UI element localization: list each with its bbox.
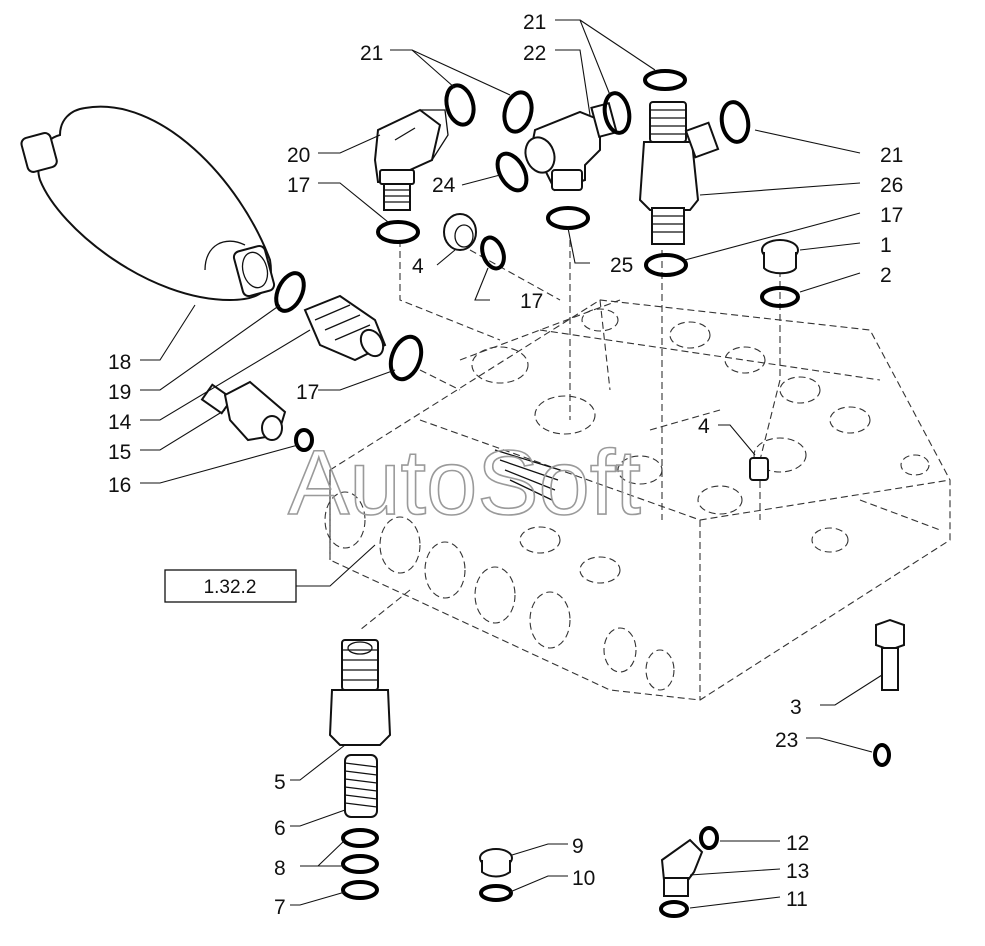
callout: 17 (287, 174, 310, 197)
callout: 17 (520, 290, 543, 313)
callout: 17 (296, 381, 319, 404)
callout: 7 (274, 896, 286, 919)
plug-9 (479, 848, 513, 878)
callout: 14 (108, 411, 132, 434)
callout-labels: 21 22 21 20 24 21 26 17 17 4 17 25 1 2 1… (108, 11, 903, 919)
callout: 26 (880, 174, 903, 197)
elbow-fitting-20 (373, 108, 449, 211)
callout: 5 (274, 771, 286, 794)
tee-fitting-22 (524, 101, 618, 192)
switch (200, 380, 287, 442)
callout: 20 (287, 144, 310, 167)
bolt-3 (875, 618, 905, 691)
callout: 21 (523, 11, 546, 34)
leader-lines (140, 19, 883, 909)
tee-fitting-26 (638, 101, 720, 245)
callout: 10 (572, 867, 595, 890)
reference-box-label: 1.32.2 (204, 577, 257, 598)
callout: 4 (698, 415, 710, 438)
callout: 11 (786, 888, 808, 911)
plug-4-right (749, 457, 769, 481)
elbow-fitting-13 (660, 838, 704, 897)
plug-4-top (443, 213, 477, 251)
callout: 21 (880, 144, 903, 167)
callout: 15 (108, 441, 131, 464)
callout: 9 (572, 835, 584, 858)
o-rings (274, 69, 891, 918)
callout: 19 (108, 381, 131, 404)
callout: 24 (432, 174, 456, 197)
callout: 16 (108, 474, 131, 497)
callout: 22 (523, 42, 546, 65)
valve-body (324, 299, 951, 701)
callout: 1 (880, 234, 892, 257)
reference-box[interactable]: 1.32.2 (164, 569, 297, 603)
callout: 25 (610, 254, 633, 277)
callout: 21 (360, 42, 383, 65)
accumulator (20, 105, 276, 302)
callout: 4 (412, 255, 424, 278)
callout: 18 (108, 351, 131, 374)
callout: 13 (786, 860, 809, 883)
pressure-sensor (303, 294, 387, 362)
callout: 23 (775, 729, 798, 752)
spring-6 (344, 754, 378, 818)
plug-1 (761, 239, 799, 275)
callout: 17 (880, 204, 903, 227)
watermark: AutoSoft (288, 432, 641, 534)
callout: 12 (786, 832, 809, 855)
callout: 8 (274, 857, 286, 880)
callout: 6 (274, 817, 286, 840)
callout: 2 (880, 264, 892, 287)
valve-5 (328, 639, 392, 746)
callout: 3 (790, 696, 802, 719)
